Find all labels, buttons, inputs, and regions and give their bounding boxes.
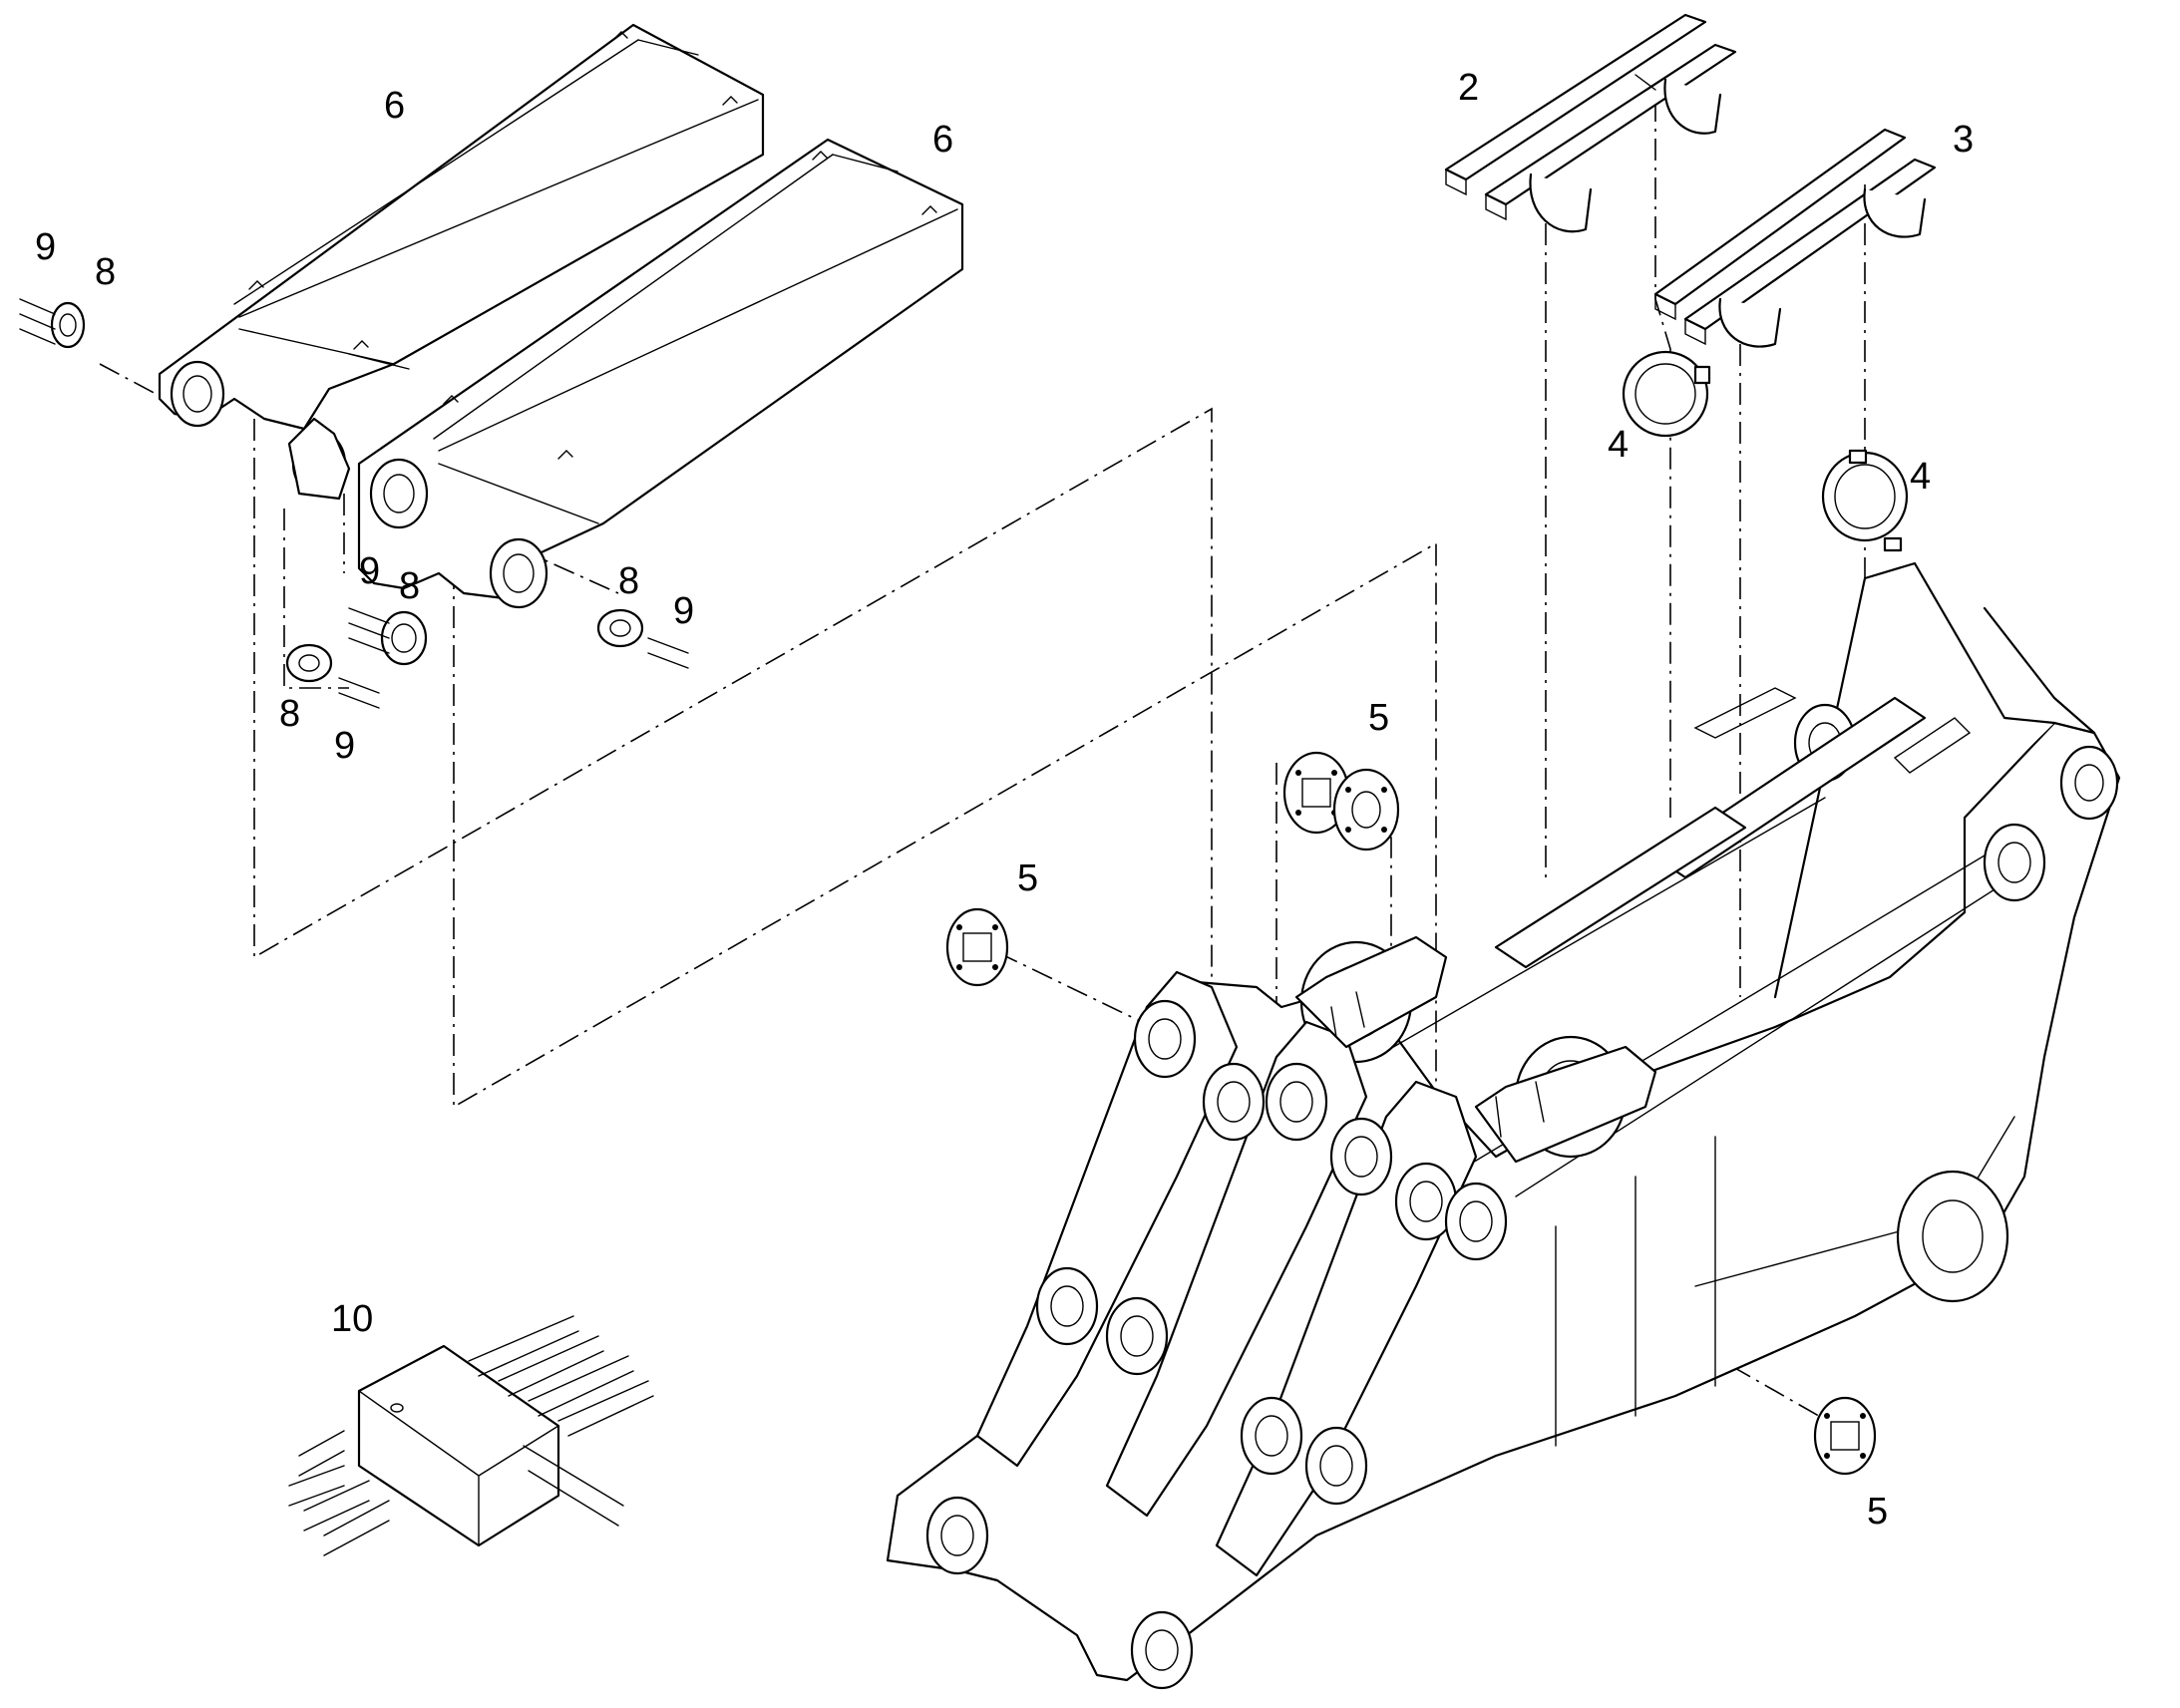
callout-5-center: 5 [1368,697,1389,739]
callout-5-left: 5 [1017,857,1038,899]
clamp-ring-part-4-b [1821,449,1909,552]
callout-8-lower: 8 [279,693,300,735]
callout-4-right: 4 [1910,456,1931,498]
callout-5-bottom: 5 [1867,1491,1888,1533]
callout-8-right: 8 [618,560,639,602]
boom-pivot-eyes [925,999,1508,1690]
rail-part-3 [1653,128,1937,348]
cover-plate-part-5-d [1813,1396,1877,1476]
cover-plate-part-5-c [1332,768,1400,852]
callout-9-right: 9 [673,590,694,632]
clamp-ring-part-4-a [1622,350,1711,438]
cover-plate-part-5-a [945,907,1009,987]
rail-part-2 [1444,13,1737,233]
callout-9-lower: 9 [334,725,355,767]
callout-8-top-left: 8 [95,251,116,293]
boom-cylinders [1294,687,1972,1164]
callout-10: 10 [331,1298,373,1340]
callout-6-right: 6 [932,119,953,161]
callout-3: 3 [1953,119,1974,161]
callout-2: 2 [1458,67,1479,109]
callout-labels: 6 6 9 8 9 8 8 9 8 9 2 3 4 4 5 5 5 10 [35,67,1974,1533]
beam-part-6-left [158,23,765,501]
pin-and-bolt-set [19,298,689,709]
callout-8-center: 8 [399,565,420,607]
callout-6-left: 6 [384,85,405,127]
cover-plate-part-5-b [1282,751,1350,835]
callout-4-left: 4 [1608,424,1629,466]
callout-9-center: 9 [359,550,380,592]
beam-part-6-right [357,138,964,609]
hydraulic-valve-block-part-10 [288,1315,654,1556]
callout-9-top-left: 9 [35,226,56,268]
